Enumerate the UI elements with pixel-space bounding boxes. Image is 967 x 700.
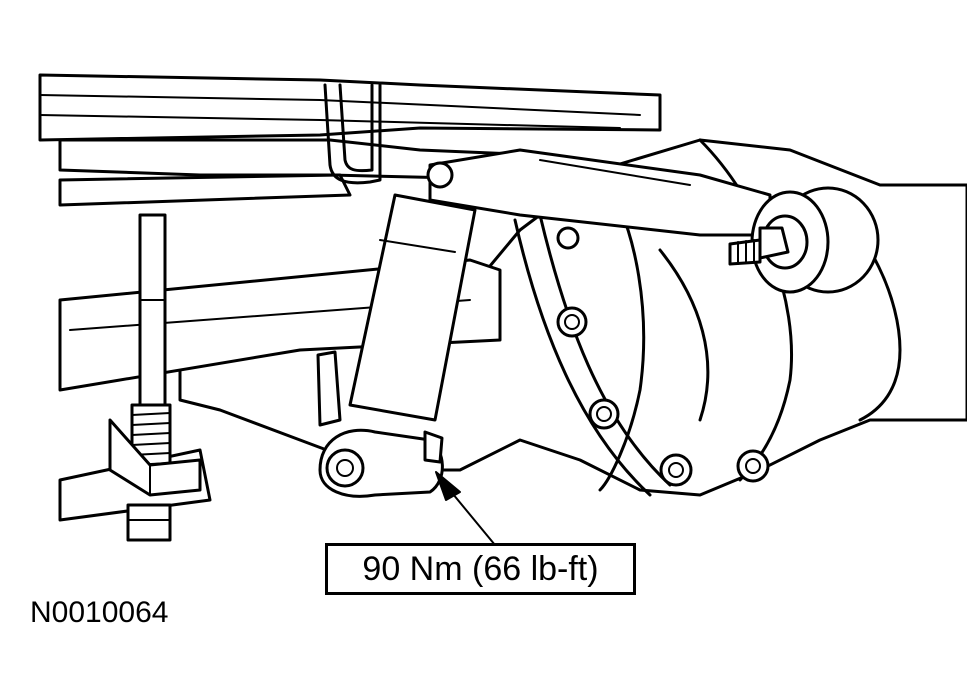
figure-id-label: N0010064: [30, 596, 169, 629]
u-bolt: [138, 83, 382, 432]
leaf-spring: [38, 73, 662, 207]
torque-callout-box: 90 Nm (66 lb-ft): [325, 543, 636, 595]
u-bolt-nut: [108, 403, 202, 542]
shock-absorber: [316, 193, 477, 427]
cover-bolts: [426, 161, 770, 487]
callout-arrow: [435, 471, 496, 546]
link-bushing: [728, 186, 880, 294]
shock-lower-mount: [318, 428, 444, 498]
torque-label: 90 Nm (66 lb-ft): [362, 549, 599, 588]
differential-cover: [513, 213, 672, 497]
